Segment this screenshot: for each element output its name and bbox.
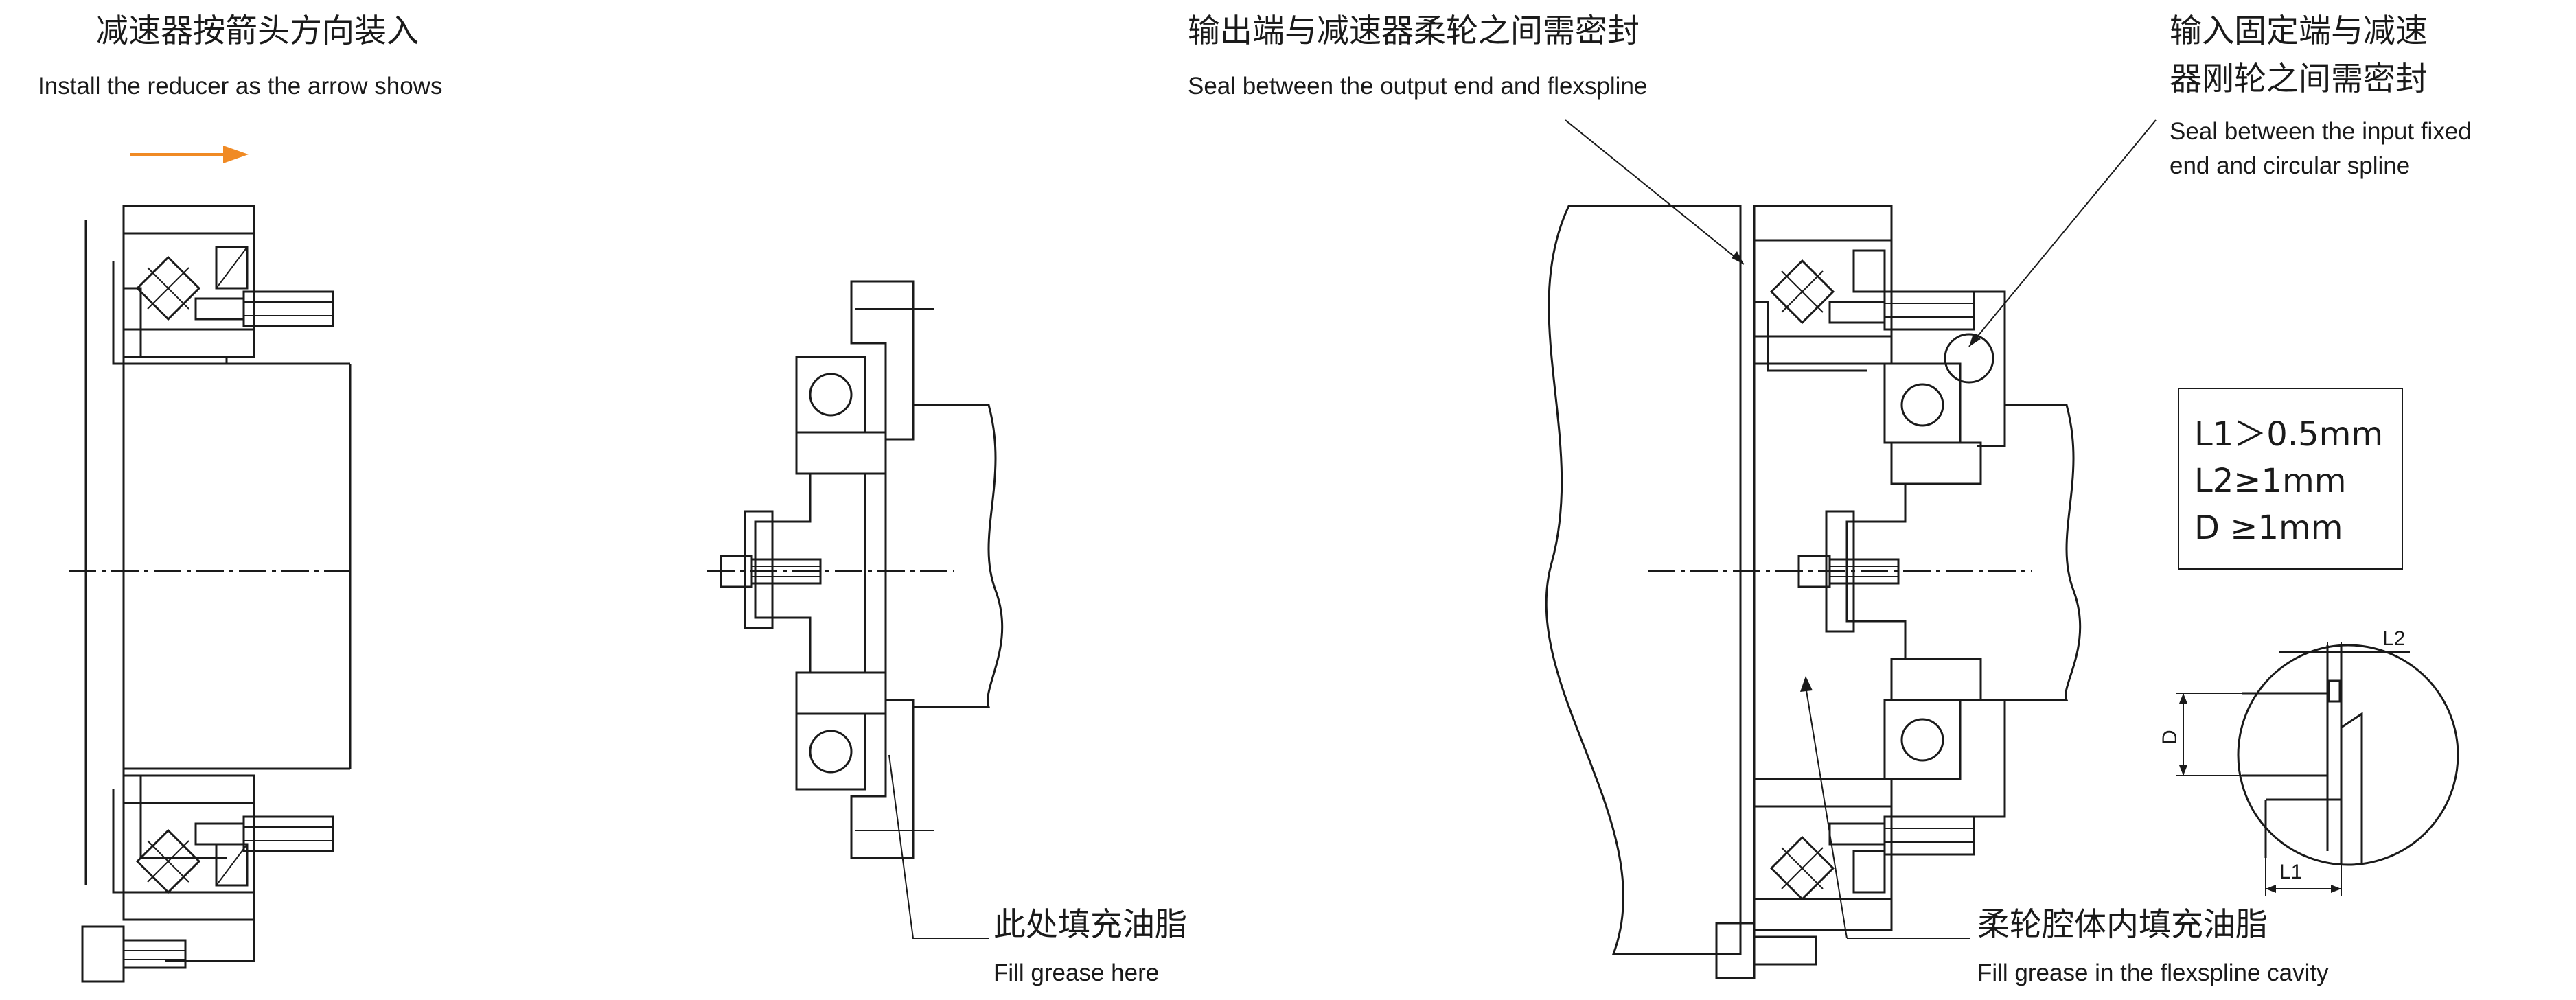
input-seal-label-en-2: end and circular spline (2170, 152, 2411, 179)
fill-here-leader (888, 754, 989, 939)
spec-l1: L1＞0.5mm (2194, 415, 2384, 454)
input-seal-leader (1968, 119, 2157, 347)
fill-here-label-en: Fill grease here (993, 960, 1160, 986)
install-label-cn: 减速器按箭头方向装入 (96, 12, 419, 50)
dim-l1-label: L1 (2279, 861, 2302, 883)
fill-here-label-cn: 此处填充油脂 (993, 906, 1187, 944)
input-seal-label-en-1: Seal between the input fixed (2170, 118, 2472, 145)
right-arrow-icon (130, 146, 249, 163)
fill-cavity-label-en: Fill grease in the flexspline cavity (1977, 960, 2329, 986)
output-seal-label-en: Seal between the output end and flexspli… (1188, 73, 1648, 100)
seal-detail-circle (1944, 333, 1994, 384)
output-seal-label-cn: 输出端与减速器柔轮之间需密封 (1188, 12, 1640, 50)
spec-l2: L2≥1mm (2194, 462, 2347, 500)
seal-detail-view: D L2 L1 (2159, 627, 2459, 896)
dim-d-label: D (2159, 730, 2181, 745)
input-seal-label-cn-1: 输入固定端与减速 (2170, 12, 2428, 50)
output-seal-leader (1565, 119, 1745, 265)
install-label-en: Install the reducer as the arrow shows (38, 73, 443, 100)
cavity-leader-arrow (1805, 686, 1848, 939)
output-flange-figure (707, 280, 1004, 859)
spec-d: D ≥1mm (2194, 509, 2343, 547)
input-seal-label-cn-2: 器刚轮之间需密封 (2170, 60, 2428, 98)
spec-box: L1＞0.5mm L2≥1mm D ≥1mm (2178, 388, 2403, 570)
fill-cavity-label-cn: 柔轮腔体内填充油脂 (1977, 906, 2268, 944)
dim-l2-label: L2 (2382, 627, 2405, 650)
reducer-figure (69, 205, 352, 983)
assembly-figure (1545, 205, 2082, 979)
